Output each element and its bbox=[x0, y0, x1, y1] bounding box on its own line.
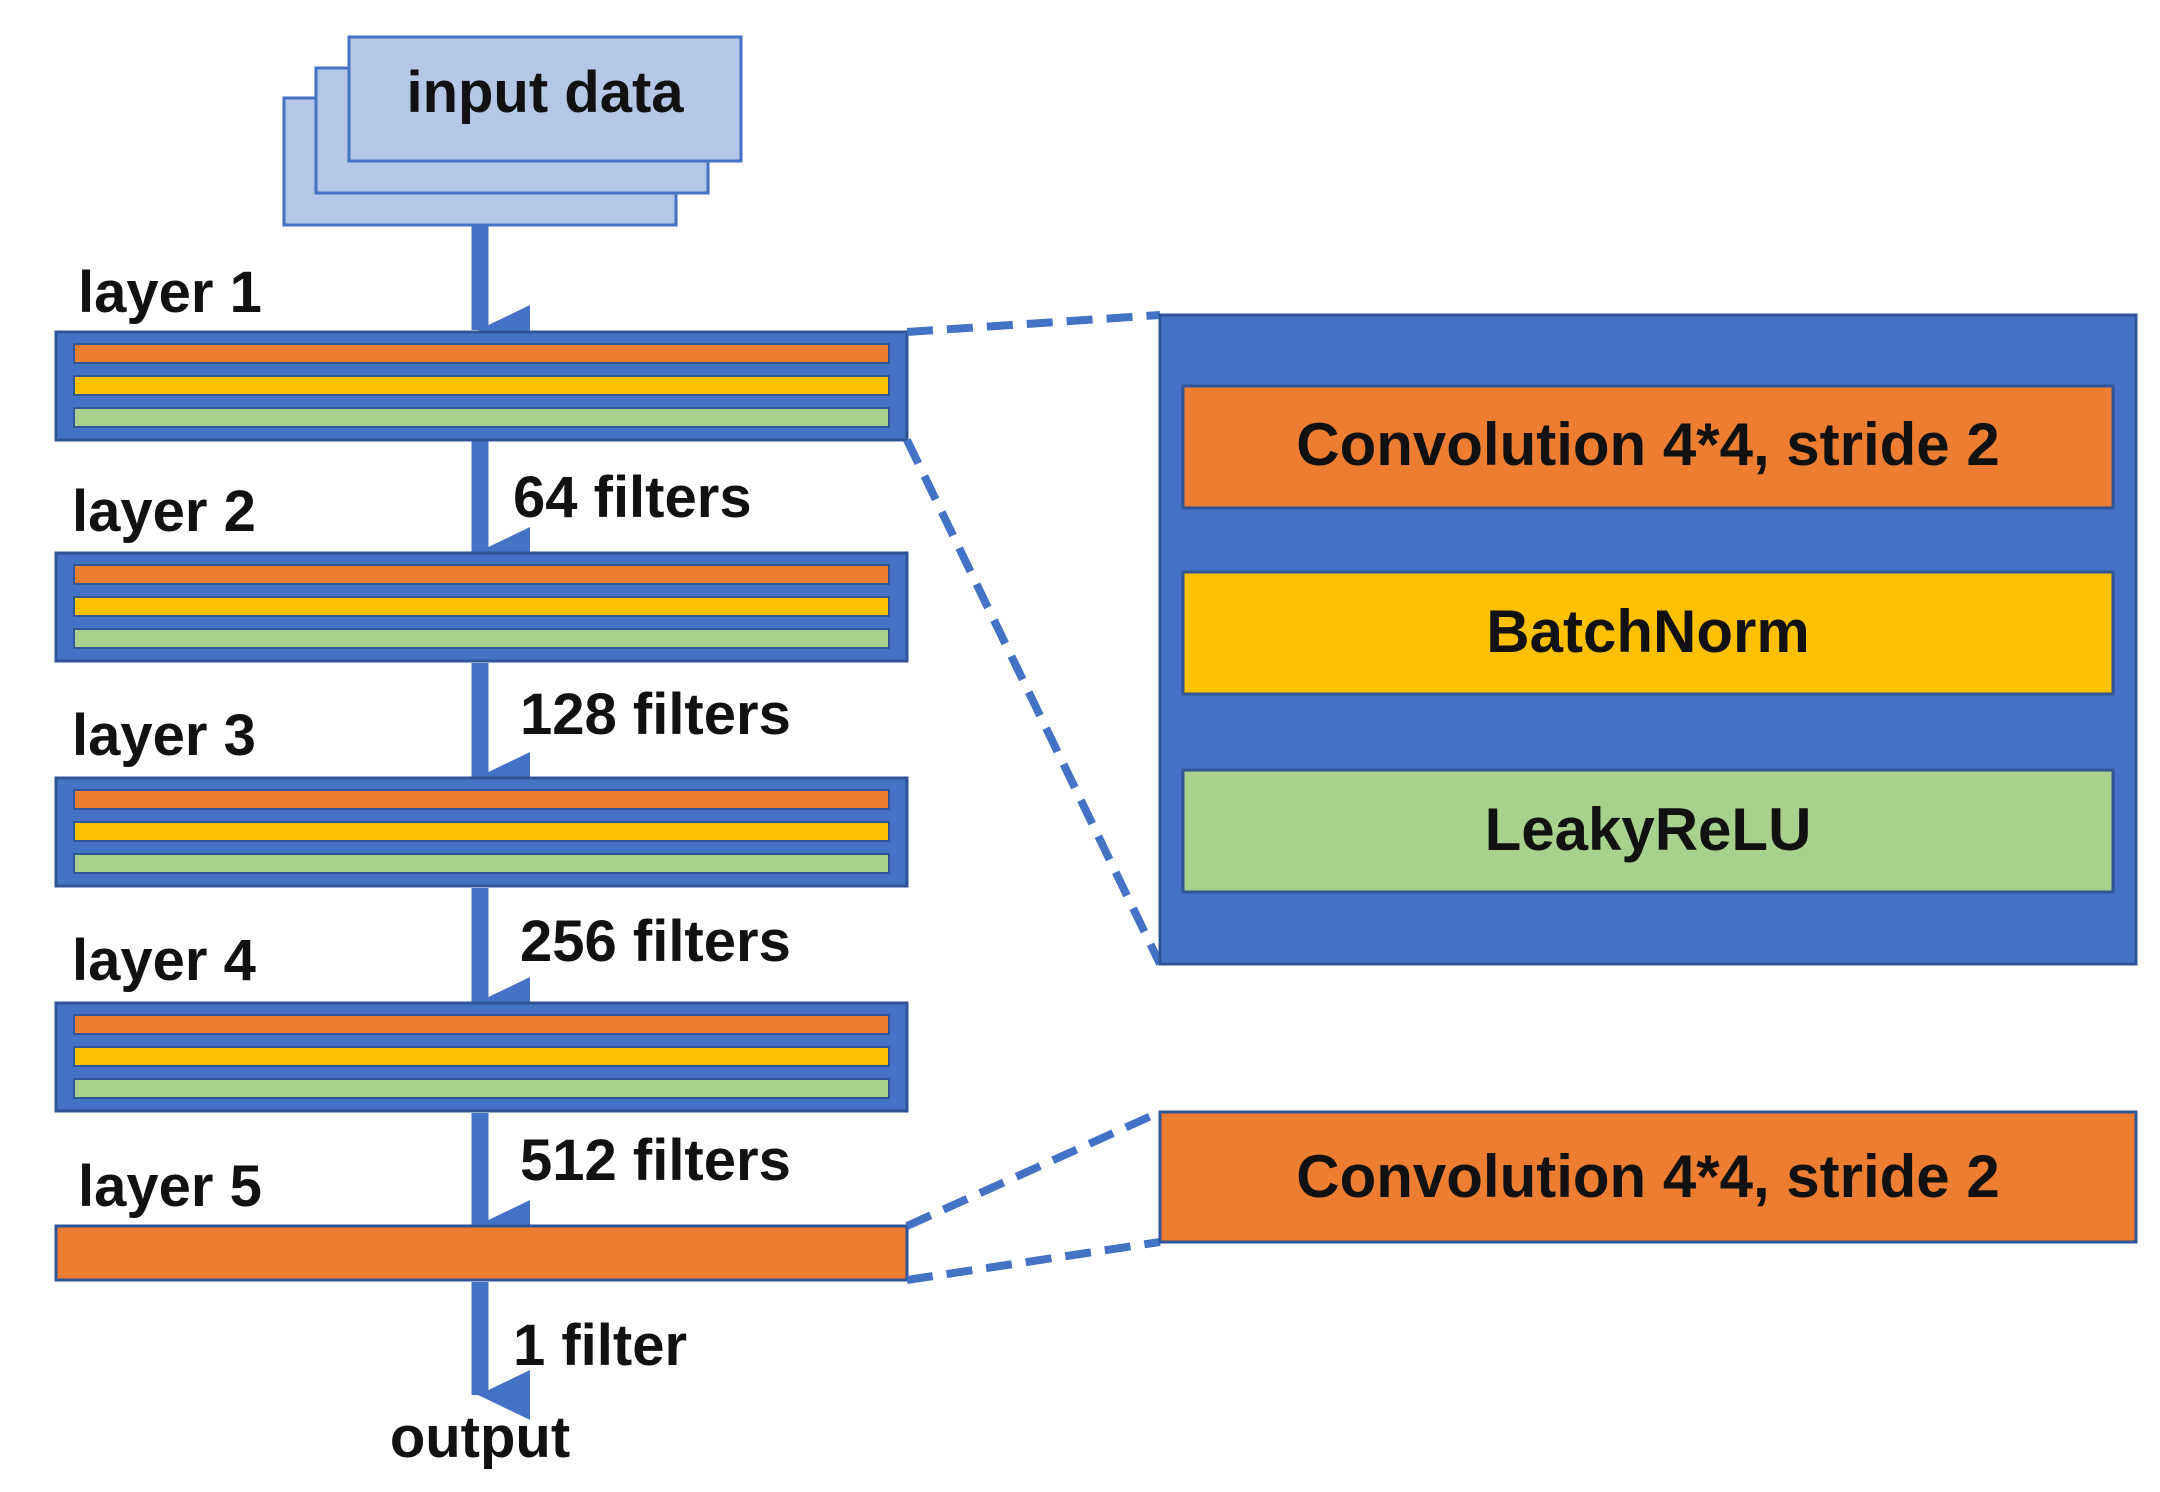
layer-3-block bbox=[54, 776, 909, 888]
input-sheet-front bbox=[347, 35, 743, 163]
input-data-stack: input data bbox=[282, 35, 743, 227]
layer-2-label: layer 2 bbox=[72, 479, 256, 544]
detail-norm-box bbox=[1181, 570, 2115, 696]
layer-2-filters: 128 filters bbox=[520, 682, 791, 747]
input-label: input data bbox=[406, 60, 684, 125]
detail-conv-box bbox=[1181, 384, 2115, 510]
layer-4-label: layer 4 bbox=[72, 928, 256, 993]
layer-1-label: layer 1 bbox=[78, 260, 262, 325]
layer-2-norm-strip bbox=[73, 596, 890, 617]
zoom-line-top-5 bbox=[905, 1108, 1162, 1230]
layer-2-conv-strip bbox=[73, 564, 890, 585]
layer-4-conv-strip bbox=[73, 1014, 890, 1035]
output-label: output bbox=[390, 1405, 570, 1470]
detail-act-label: LeakyReLU bbox=[1485, 796, 1812, 863]
layer-detail-block: Convolution 4*4, stride 2 BatchNorm Leak… bbox=[1158, 313, 2138, 966]
layer-3-act-strip bbox=[73, 853, 890, 874]
detail-act-box bbox=[1181, 768, 2115, 894]
layer-5-label: layer 5 bbox=[78, 1154, 262, 1219]
detail-conv-label: Convolution 4*4, stride 2 bbox=[1296, 411, 1999, 478]
layer-2-act-strip bbox=[73, 628, 890, 649]
layer-3-norm-strip bbox=[73, 821, 890, 842]
layer-5-filters: 1 filter bbox=[513, 1313, 687, 1378]
layer-3-label: layer 3 bbox=[72, 703, 256, 768]
layer-4-block bbox=[54, 1001, 909, 1113]
layer-4-act-strip bbox=[73, 1078, 890, 1099]
layer-5-block bbox=[54, 1224, 909, 1282]
final-conv-block: Convolution 4*4, stride 2 bbox=[1158, 1110, 2138, 1244]
layer-4-norm-strip bbox=[73, 1046, 890, 1067]
zoom-line-bottom-5 bbox=[906, 1238, 1161, 1284]
zoom-connectors bbox=[903, 311, 1164, 1284]
layer-3-conv-strip bbox=[73, 789, 890, 810]
layer-4-filters: 512 filters bbox=[520, 1128, 791, 1193]
layer-5-conv-bar bbox=[54, 1224, 909, 1282]
layer-1-conv-strip bbox=[73, 343, 890, 364]
layer-2-block bbox=[54, 551, 909, 663]
zoom-line-top-1 bbox=[906, 311, 1161, 336]
zoom-line-bottom-1 bbox=[903, 438, 1164, 966]
final-conv-box bbox=[1158, 1110, 2138, 1244]
layer-3-filters: 256 filters bbox=[520, 909, 791, 974]
layer-1-block bbox=[54, 330, 909, 442]
layer-1-filters: 64 filters bbox=[513, 465, 752, 530]
layer-1-act-strip bbox=[73, 407, 890, 428]
final-conv-label: Convolution 4*4, stride 2 bbox=[1296, 1143, 1999, 1210]
detail-norm-label: BatchNorm bbox=[1486, 598, 1809, 665]
layer-1-norm-strip bbox=[73, 375, 890, 396]
